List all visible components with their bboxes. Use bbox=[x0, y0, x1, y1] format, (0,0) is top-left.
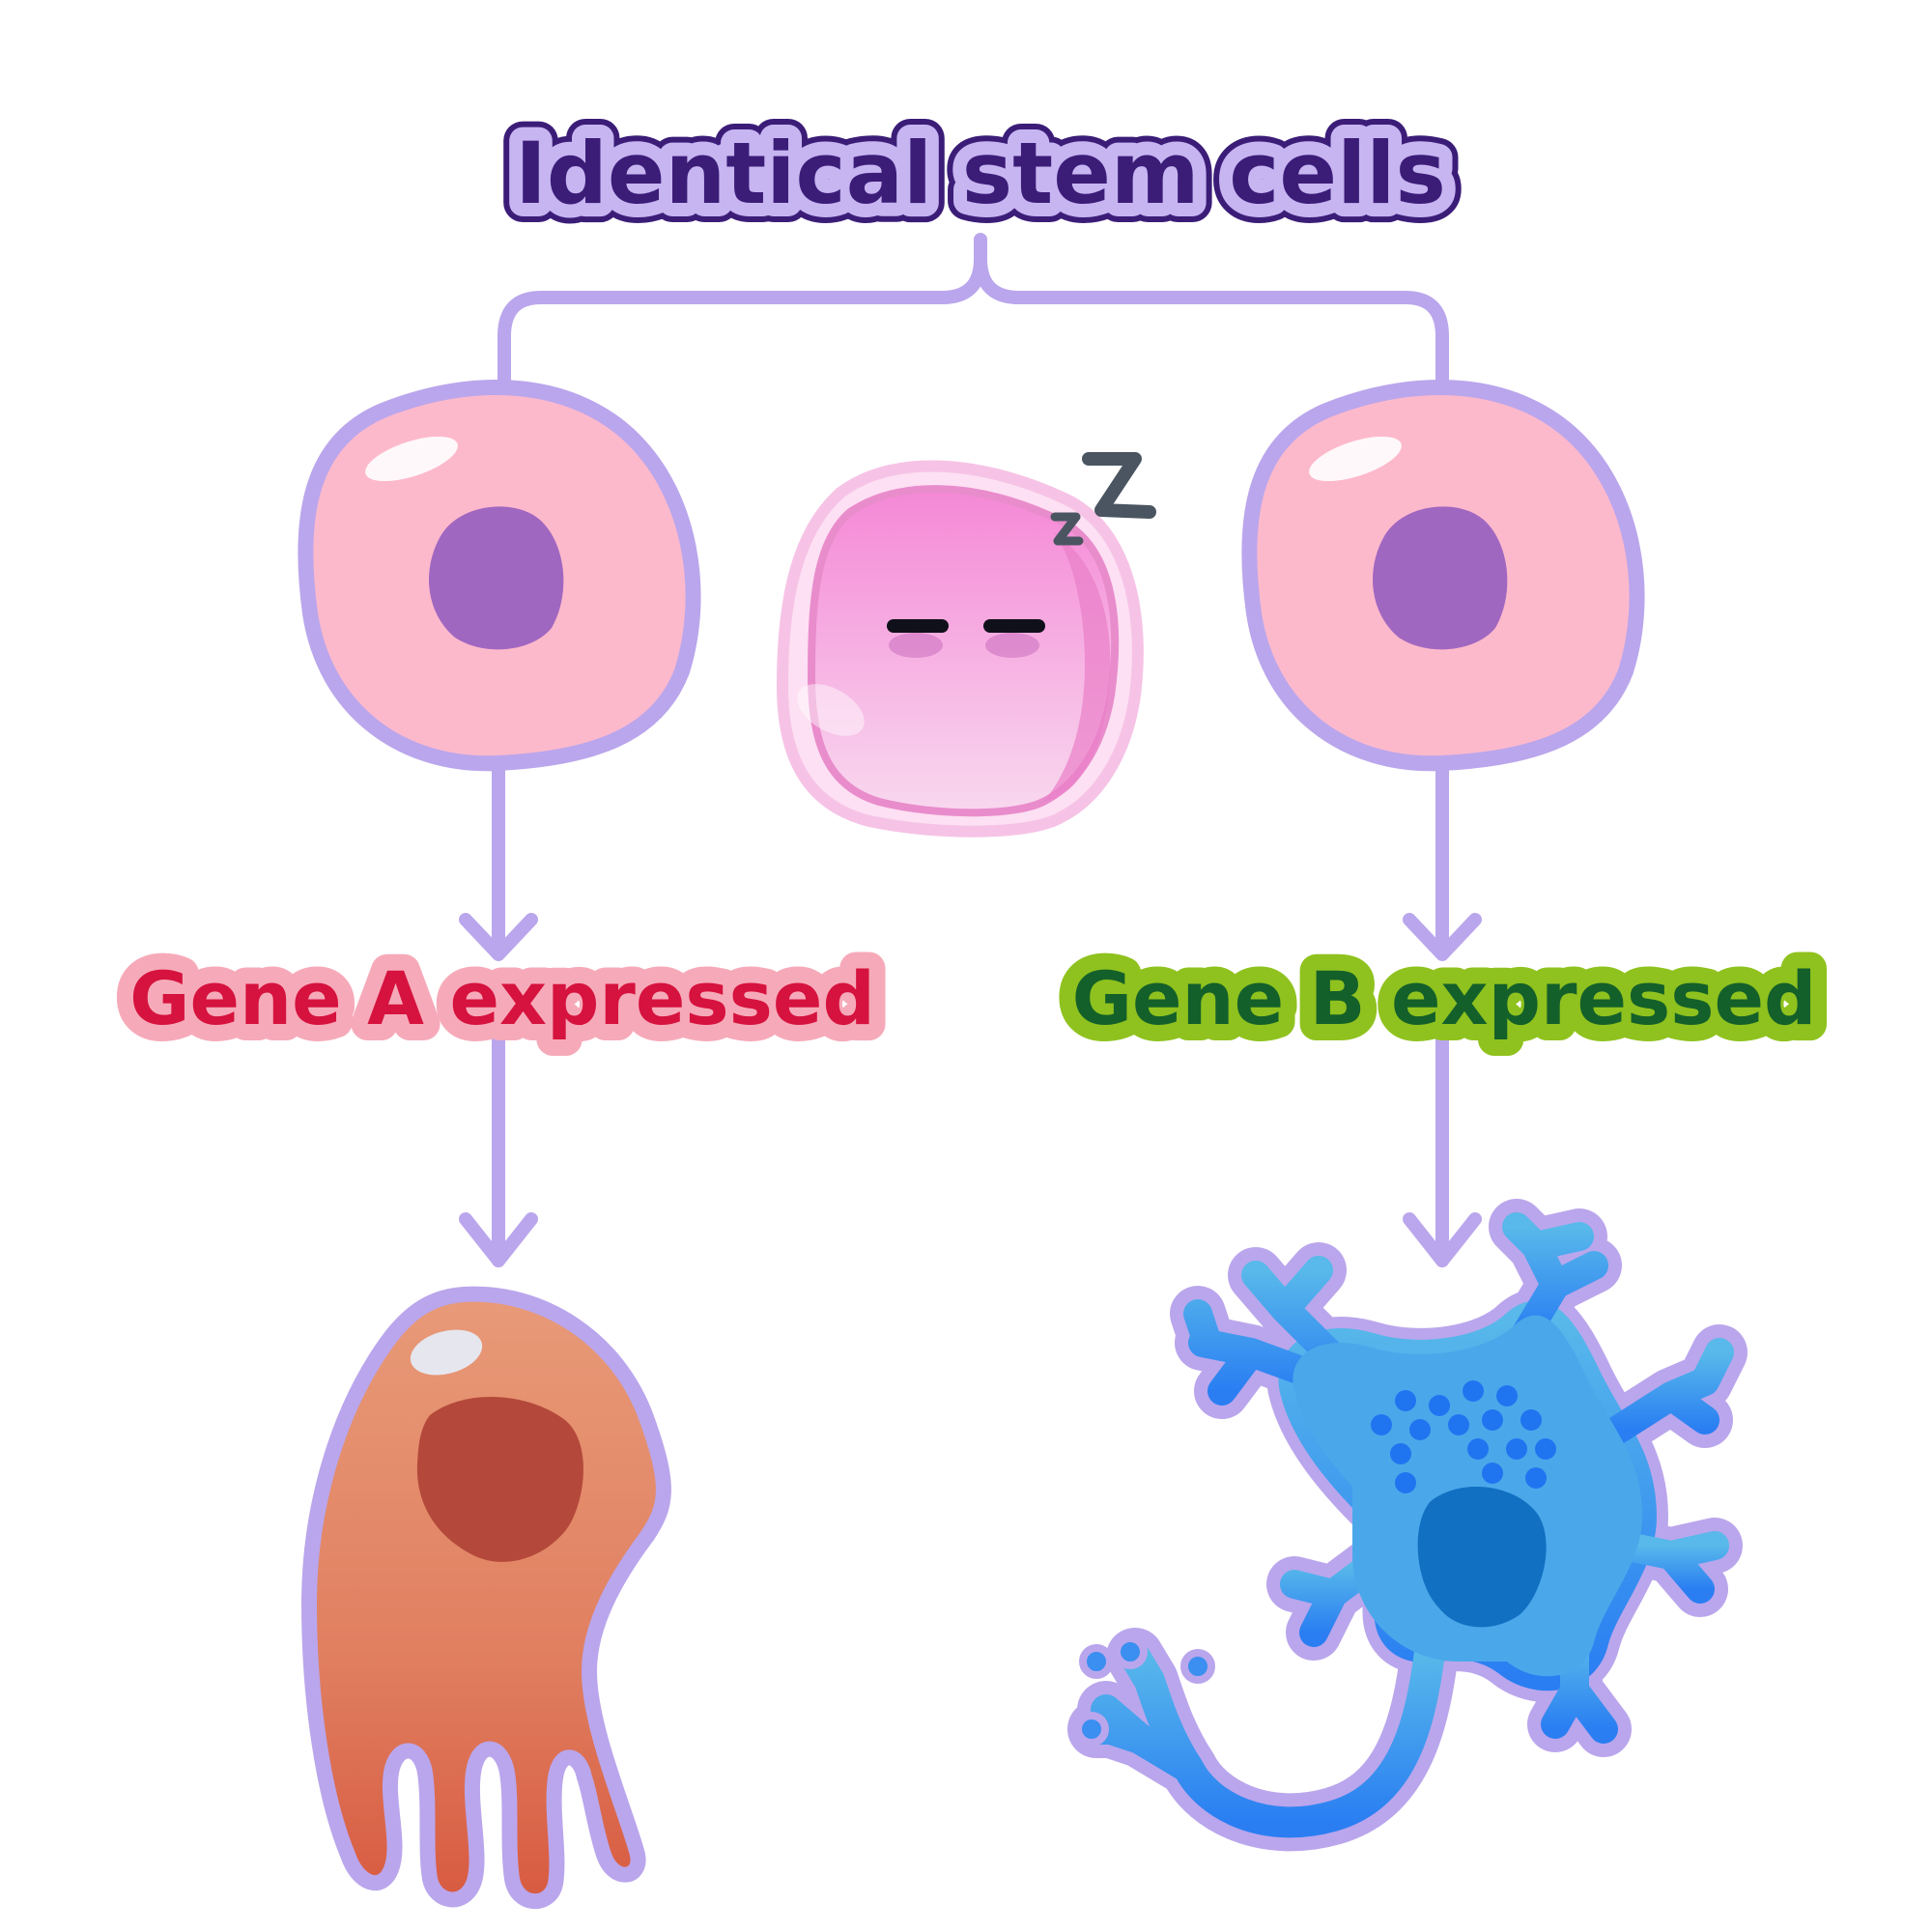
title-split-connector-right bbox=[974, 252, 1449, 393]
muscle-cell-highlight bbox=[410, 1329, 483, 1376]
gene-a-label-halo: Gene A expressed bbox=[129, 955, 875, 1041]
stem-cell-highlight bbox=[1309, 436, 1402, 482]
stem-cell-icon bbox=[1241, 380, 1645, 772]
gene-b-label-halo: Gene B expressed bbox=[1072, 955, 1817, 1041]
gene-b-label: Gene B expressed bbox=[1072, 955, 1817, 1041]
neuron-nucleus bbox=[1417, 1486, 1547, 1628]
title-outline: Identical stem cells bbox=[515, 124, 1446, 223]
stem-cell-highlight bbox=[365, 436, 458, 482]
axon-terminal-knob bbox=[1079, 1644, 1114, 1679]
stem-cell-icon bbox=[298, 380, 701, 772]
sleeping-cell-icon bbox=[776, 460, 1144, 838]
right-arrowhead-upper bbox=[1403, 913, 1482, 961]
granule bbox=[1463, 1380, 1484, 1402]
granule bbox=[1390, 1443, 1411, 1464]
neuron-icon bbox=[1067, 1199, 1747, 1852]
muscle-cell-nucleus bbox=[416, 1397, 583, 1562]
sleeping-cell-shadow bbox=[1043, 531, 1111, 802]
muscle-cell-body bbox=[301, 1286, 671, 1910]
dendrite-right bbox=[1604, 1338, 1734, 1444]
granule bbox=[1506, 1438, 1527, 1460]
granule bbox=[1429, 1395, 1450, 1416]
granule bbox=[1409, 1419, 1431, 1440]
granule bbox=[1525, 1467, 1547, 1489]
sleeping-cell-shine bbox=[797, 684, 865, 736]
title-halo: Identical stem cells bbox=[515, 124, 1446, 223]
small-z-icon bbox=[1050, 512, 1084, 546]
connector-lines bbox=[459, 233, 1482, 1267]
axon-terminal-knob bbox=[1074, 1712, 1109, 1747]
large-z-icon bbox=[1082, 452, 1156, 519]
axon-terminal-knob bbox=[1180, 1649, 1215, 1684]
gene-b-label-sticker: Gene B expressed Gene B expressed bbox=[1056, 939, 1833, 1058]
stem-cell-nucleus bbox=[1373, 506, 1508, 650]
granule bbox=[1520, 1409, 1542, 1431]
muscle-cell-icon bbox=[301, 1286, 671, 1910]
axon bbox=[1081, 1636, 1445, 1838]
stem-cell-nucleus bbox=[429, 506, 564, 650]
right-cheek bbox=[985, 633, 1039, 658]
dendrite-upper-left bbox=[1183, 1256, 1357, 1406]
granule bbox=[1496, 1385, 1518, 1406]
granule bbox=[1395, 1472, 1416, 1493]
left-cheek bbox=[889, 633, 943, 658]
granule bbox=[1395, 1390, 1416, 1411]
zzz-icon bbox=[1050, 452, 1156, 546]
page-title: Identical stem cells bbox=[515, 124, 1446, 223]
granule bbox=[1482, 1409, 1503, 1431]
dendrite-lower-right bbox=[1608, 1531, 1729, 1604]
nissl-granules bbox=[1371, 1380, 1556, 1493]
left-arrowhead-upper bbox=[459, 913, 538, 961]
axon-terminals bbox=[1074, 1634, 1215, 1747]
gene-a-label: Gene A expressed bbox=[129, 955, 875, 1041]
left-arrowhead-lower bbox=[459, 1212, 538, 1267]
gene-a-label-sticker: Gene A expressed Gene A expressed bbox=[113, 939, 892, 1058]
granule bbox=[1448, 1414, 1469, 1435]
granule bbox=[1371, 1414, 1392, 1435]
axon-terminal-knob bbox=[1113, 1634, 1148, 1669]
granule bbox=[1535, 1438, 1556, 1460]
dendrite-top bbox=[1502, 1212, 1608, 1348]
granule bbox=[1467, 1438, 1489, 1460]
title-sticker: Identical stem cells Identical stem cell… bbox=[496, 104, 1465, 242]
right-arrowhead-lower bbox=[1403, 1212, 1482, 1267]
granule bbox=[1482, 1463, 1503, 1484]
title-split-connector bbox=[497, 233, 987, 393]
